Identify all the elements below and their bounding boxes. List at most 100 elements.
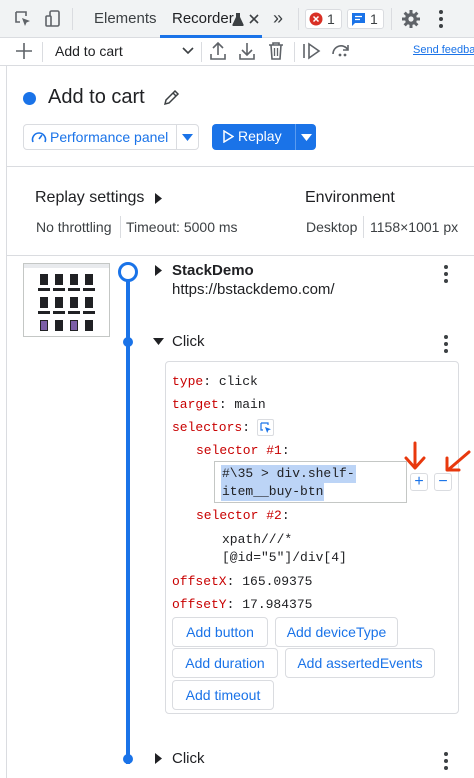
error-icon	[309, 12, 323, 26]
recorder-toolbar: Add to cart Send feedback	[0, 38, 474, 66]
caret-right-icon[interactable]	[155, 193, 162, 204]
gear-icon[interactable]	[401, 9, 421, 29]
select-element-button[interactable]	[257, 419, 274, 436]
divider	[120, 216, 121, 238]
device-value: Desktop	[306, 219, 358, 235]
message-icon	[352, 13, 365, 26]
divider	[72, 8, 73, 30]
tab-elements[interactable]: Elements	[94, 10, 157, 27]
tab-recorder-label: Recorder	[172, 10, 234, 27]
environment-title: Environment	[305, 189, 395, 206]
replay-settings-icon[interactable]	[330, 42, 352, 60]
caret-down-icon[interactable]	[153, 338, 164, 345]
recording-select[interactable]: Add to cart	[44, 38, 200, 65]
timeout-value: Timeout: 5000 ms	[126, 219, 238, 235]
step-menu-icon[interactable]	[444, 335, 448, 356]
type-row: type: click	[172, 374, 258, 389]
performance-panel-button[interactable]: Performance panel	[23, 124, 199, 150]
target-row: target: main	[172, 397, 266, 412]
selectors-row: selectors:	[172, 420, 251, 435]
divider	[42, 42, 43, 62]
offsety-value[interactable]: 17.984375	[242, 597, 313, 612]
more-tabs-button[interactable]: »	[273, 8, 284, 28]
messages-count: 1	[370, 11, 378, 27]
chevron-down-icon	[182, 47, 194, 55]
step-menu-icon[interactable]	[444, 752, 448, 773]
delete-icon[interactable]	[268, 41, 284, 61]
add-devicetype-button[interactable]: Add deviceType	[275, 617, 398, 647]
flask-icon	[232, 13, 244, 26]
divider	[7, 166, 474, 167]
caret-right-icon[interactable]	[155, 753, 162, 764]
add-selector-button[interactable]: +	[410, 473, 428, 491]
import-icon[interactable]	[238, 41, 256, 61]
replay-settings-title-text: Replay settings	[35, 189, 145, 206]
selector2-line2[interactable]: [@id="5"]/div[4]	[222, 550, 347, 565]
step-through-icon[interactable]	[302, 42, 322, 60]
tab-recorder[interactable]: Recorder	[172, 0, 234, 38]
caret-down-icon[interactable]	[301, 134, 312, 141]
selector2-line1[interactable]: xpath///*	[222, 532, 293, 547]
target-key: target	[172, 397, 219, 412]
step-title[interactable]: Click	[172, 750, 205, 767]
divider	[295, 124, 296, 150]
selector1-row: selector #1:	[196, 443, 290, 458]
element-picker-icon	[260, 422, 271, 433]
inspect-element-icon[interactable]	[14, 10, 32, 28]
add-timeout-button[interactable]: Add timeout	[172, 680, 274, 710]
timeline-node-navigate	[118, 262, 138, 282]
throttling-value: No throttling	[36, 219, 112, 235]
caret-right-icon[interactable]	[155, 265, 162, 276]
step-url: https://bstackdemo.com/	[172, 281, 335, 298]
step-title[interactable]: Click	[172, 333, 205, 350]
selector1-key: selector #1	[196, 443, 282, 458]
recording-title: Add to cart	[48, 86, 145, 108]
timeline-line	[126, 278, 130, 764]
step-menu-icon[interactable]	[444, 265, 448, 286]
type-value[interactable]: click	[218, 374, 258, 389]
add-recording-icon[interactable]	[15, 42, 33, 60]
selectors-key: selectors	[172, 420, 243, 435]
dock-side-icon[interactable]	[458, 2, 474, 36]
active-tab-indicator	[160, 35, 262, 38]
selector2-key: selector #2	[196, 508, 282, 523]
send-feedback-link[interactable]: Send feedback	[413, 44, 474, 56]
replay-label: Replay	[238, 128, 282, 144]
add-duration-button[interactable]: Add duration	[172, 648, 278, 678]
more-options-icon[interactable]	[439, 10, 443, 31]
offsetx-row: offsetX: 165.09375	[172, 574, 313, 589]
timeline-node-click	[123, 337, 133, 347]
gauge-icon	[31, 132, 47, 143]
offsetx-value[interactable]: 165.09375	[242, 574, 313, 589]
close-tab-icon[interactable]	[249, 14, 259, 24]
replay-button[interactable]: Replay	[212, 124, 316, 150]
divider	[363, 216, 364, 238]
add-button-button[interactable]: Add button	[172, 617, 268, 647]
resolution-value: 1158×1001 px	[370, 219, 459, 235]
add-assertedevents-button[interactable]: Add assertedEvents	[285, 648, 435, 678]
panel-edge	[6, 66, 7, 778]
selector2-row: selector #2:	[196, 508, 290, 523]
step-title[interactable]: StackDemo	[172, 262, 254, 279]
divider	[176, 125, 177, 149]
annotation-arrow-icon	[404, 441, 426, 470]
errors-count: 1	[327, 11, 335, 27]
performance-panel-label: Performance panel	[50, 129, 169, 145]
replay-settings-title[interactable]: Replay settings	[35, 189, 144, 207]
recording-select-value: Add to cart	[55, 43, 123, 59]
offsetx-key: offsetX	[172, 574, 227, 589]
remove-selector-button[interactable]: −	[434, 473, 452, 491]
caret-down-icon[interactable]	[182, 134, 193, 141]
messages-badge[interactable]: 1	[347, 9, 384, 29]
divider	[7, 255, 474, 256]
selector1-input[interactable]: #\35 > div.shelf- item__buy-btn	[214, 461, 407, 503]
edit-title-icon[interactable]	[163, 88, 181, 106]
page-thumbnail	[23, 263, 110, 337]
export-icon[interactable]	[209, 41, 227, 61]
divider	[294, 42, 295, 62]
device-toolbar-icon[interactable]	[44, 9, 64, 29]
target-value[interactable]: main	[234, 397, 266, 412]
annotation-arrow-icon	[445, 450, 471, 472]
divider	[298, 8, 299, 30]
errors-badge[interactable]: 1	[305, 9, 342, 29]
